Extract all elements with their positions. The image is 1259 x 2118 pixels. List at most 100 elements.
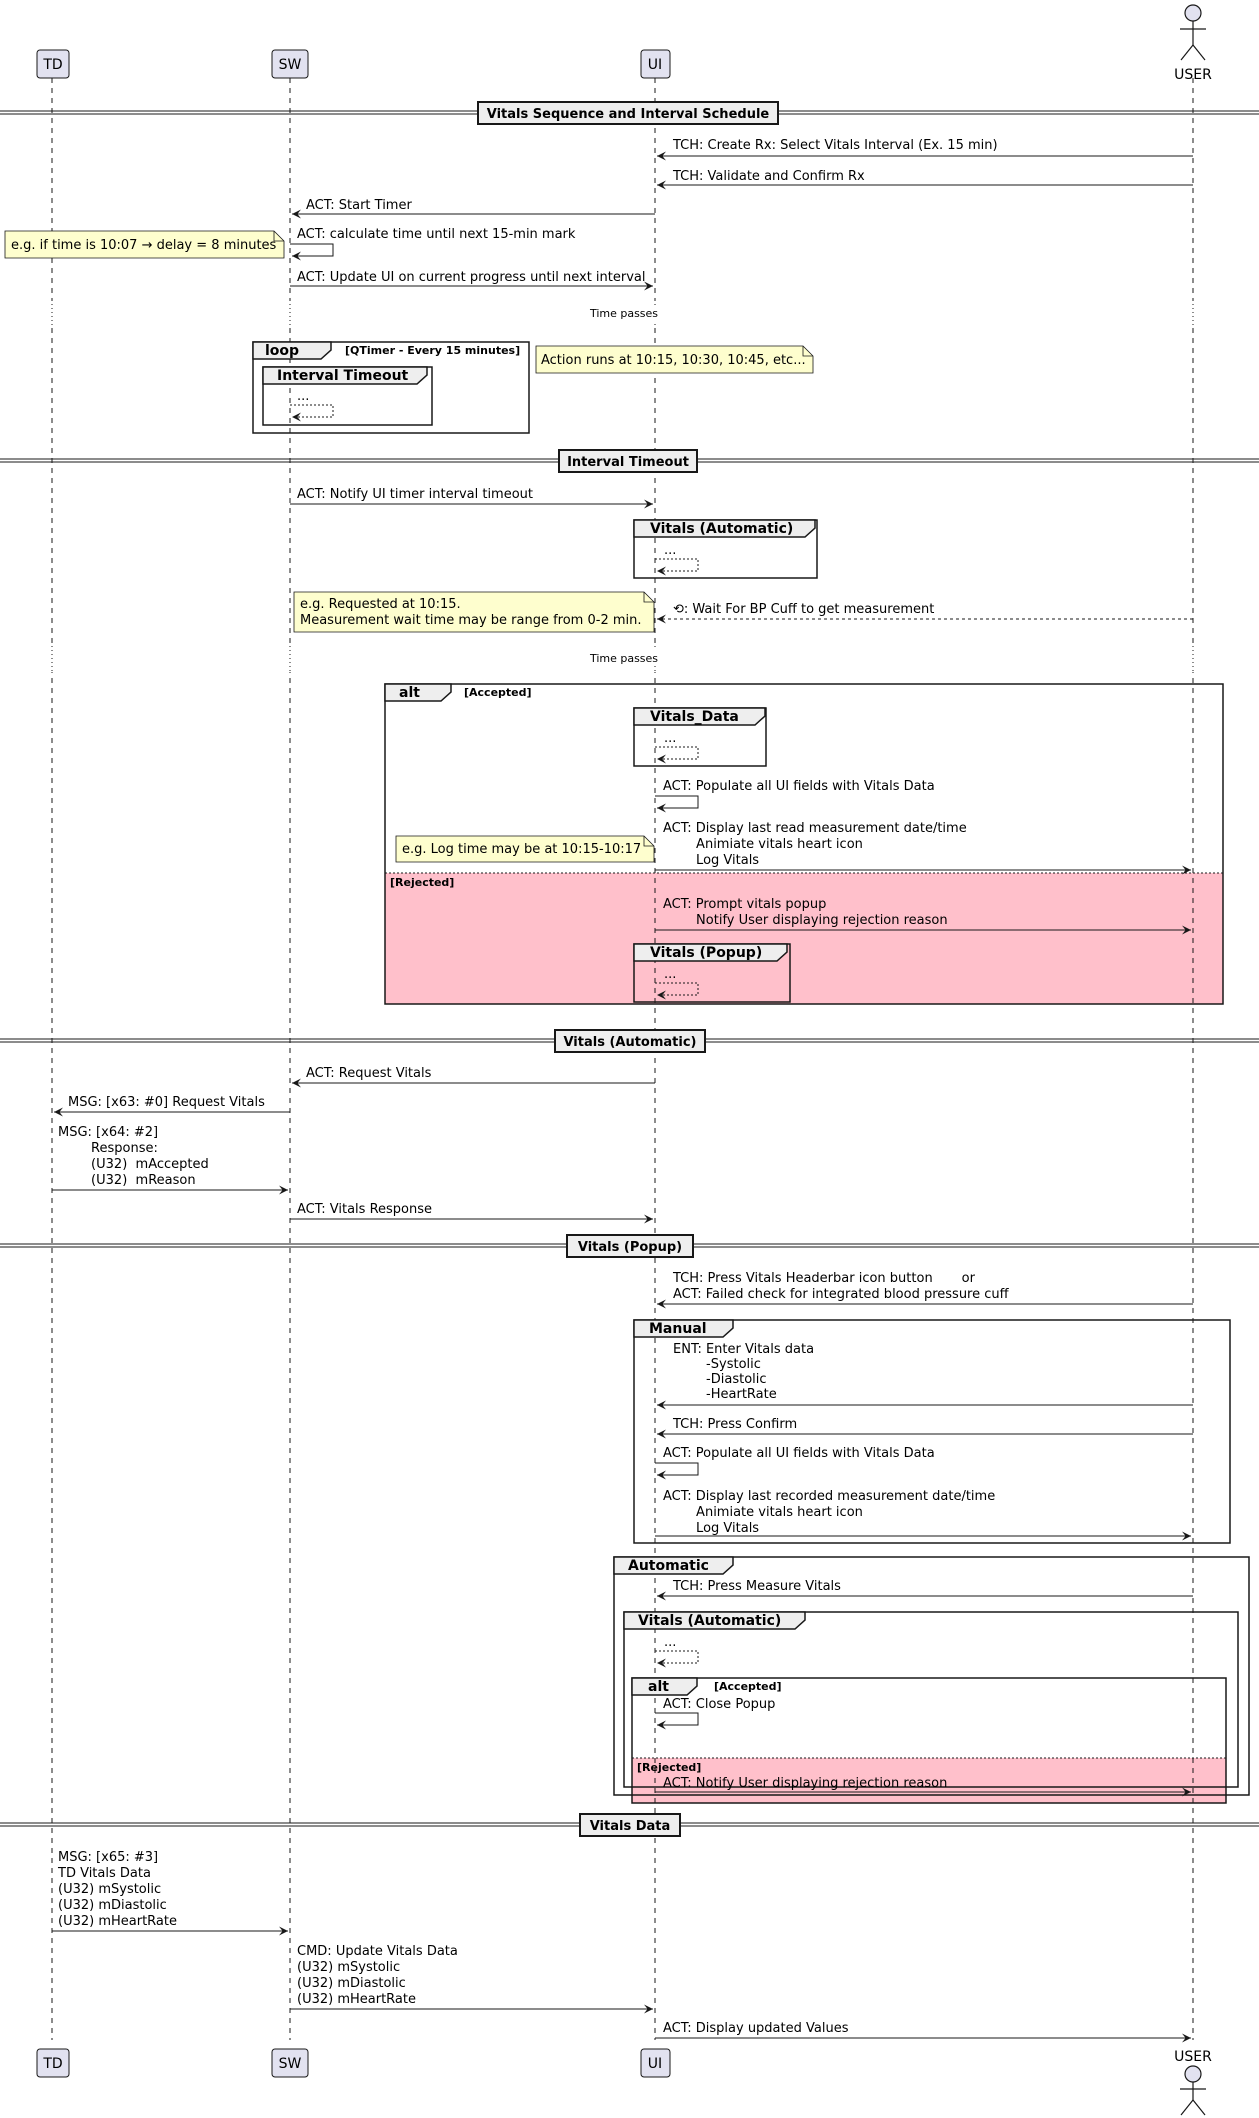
- msg-request-vitals-ui-label: ACT: Request Vitals: [306, 1066, 432, 1081]
- msg-populate-ui-2-arrow: [655, 1462, 699, 1480]
- participant-sw-top: SW: [271, 49, 309, 79]
- msg-notify-timeout-label: ACT: Notify UI timer interval timeout: [297, 487, 533, 502]
- frame-alt-1-else-guard: [Rejected]: [390, 876, 454, 889]
- msg-vitals-data-ellipsis-arrow: [655, 746, 699, 764]
- msg-vitals-auto-ellipsis: ...: [664, 543, 676, 558]
- participant-ui-label: UI: [648, 57, 662, 73]
- delay-time-passes-1-label: Time passes: [589, 307, 658, 320]
- msg-vitals-auto-ellipsis-arrow: [655, 558, 699, 576]
- divider-interval-timeout: Interval Timeout: [0, 449, 1259, 473]
- frame-interval-timeout-ref: Interval Timeout: [262, 366, 433, 426]
- frame-alt-1: alt [Accepted] [Rejected]: [384, 683, 1224, 1005]
- frame-manual-title: Manual: [649, 1321, 707, 1337]
- lifelines: [51, 78, 1194, 2040]
- frame-vitals-automatic-2-title: Vitals (Automatic): [638, 1613, 781, 1629]
- frame-vitals-automatic-ref-2: Vitals (Automatic): [623, 1611, 1239, 1788]
- frame-alt-2-guard: [Accepted]: [714, 1680, 782, 1693]
- msg-td-vitals-line5: (U32) mHeartRate: [58, 1914, 177, 1929]
- note-log-time-text: e.g. Log time may be at 10:15-10:17: [402, 842, 641, 857]
- participant-ui-bottom: UI: [640, 2048, 671, 2078]
- msg-update-vitals-line2: (U32) mSystolic: [297, 1960, 400, 1975]
- delay-time-passes-2-label: Time passes: [589, 652, 658, 665]
- frame-loop-kind: loop: [265, 343, 299, 359]
- divider-vitals-data: Vitals Data: [0, 1813, 1259, 1837]
- msg-loop-ellipsis-arrow: [290, 404, 334, 422]
- participant-ui-top: UI: [640, 49, 671, 79]
- frame-alt-1-kind: alt: [399, 685, 420, 701]
- note-action-runs-text: Action runs at 10:15, 10:30, 10:45, etc.…: [541, 353, 806, 368]
- msg-display-last-read-line3: Log Vitals: [663, 853, 759, 868]
- msg-enter-vitals-line4: -HeartRate: [673, 1387, 777, 1402]
- msg-prompt-popup-line2: Notify User displaying rejection reason: [663, 913, 948, 928]
- participant-td-top: TD: [36, 49, 70, 79]
- divider-interval-timeout-label: Interval Timeout: [567, 455, 689, 470]
- actor-user-bottom: [1180, 2065, 1206, 2116]
- participant-td-label: TD: [42, 57, 62, 73]
- frame-automatic: Automatic: [613, 1556, 1250, 1796]
- delay-time-passes-1: Time passes: [0, 300, 1259, 326]
- msg-press-confirm-label: TCH: Press Confirm: [672, 1417, 797, 1432]
- divider-sequence-schedule-label: Vitals Sequence and Interval Schedule: [487, 107, 770, 122]
- frame-vitals-automatic-ref: Vitals (Automatic): [633, 519, 818, 579]
- msg-display-last-recorded-line3: Log Vitals: [663, 1521, 759, 1536]
- msg-td-vitals-line2: TD Vitals Data: [57, 1866, 151, 1881]
- participant-td-bottom: TD: [36, 2048, 70, 2078]
- frame-loop-guard: [QTimer - Every 15 minutes]: [345, 344, 520, 357]
- note-log-time: e.g. Log time may be at 10:15-10:17: [395, 835, 655, 863]
- msg-update-vitals-line3: (U32) mDiastolic: [297, 1976, 406, 1991]
- participant-sw-bottom: SW: [271, 2048, 309, 2078]
- participant-td-label-bottom: TD: [42, 2056, 62, 2072]
- msg-td-response-line4: (U32) mReason: [58, 1173, 196, 1188]
- msg-press-measure-label: TCH: Press Measure Vitals: [672, 1579, 841, 1594]
- msg-td-response-line1: MSG: [x64: #2]: [58, 1125, 158, 1140]
- msg-vitals-response-label: ACT: Vitals Response: [297, 1202, 432, 1217]
- msg-start-timer-label: ACT: Start Timer: [306, 198, 412, 213]
- frame-manual: Manual: [633, 1319, 1231, 1544]
- msg-vitals-auto-2-ellipsis-arrow: [655, 1650, 699, 1668]
- msg-display-updated-label: ACT: Display updated Values: [663, 2021, 849, 2036]
- msg-calc-time-arrow: [290, 243, 334, 261]
- divider-vitals-automatic: Vitals (Automatic): [0, 1029, 1259, 1053]
- frame-vitals-popup-title: Vitals (Popup): [650, 945, 762, 961]
- msg-loop-ellipsis: ...: [297, 389, 309, 404]
- participant-user-label-bottom: USER: [1174, 2049, 1212, 2065]
- msg-td-response-line2: Response:: [58, 1141, 158, 1156]
- note-requested-at-line2: Measurement wait time may be range from …: [300, 613, 642, 628]
- user-actor-icon-bottom: [1184, 2065, 1202, 2083]
- frame-automatic-title: Automatic: [628, 1558, 709, 1574]
- participant-sw-label-bottom: SW: [279, 2056, 302, 2072]
- msg-validate-rx-label: TCH: Validate and Confirm Rx: [672, 169, 865, 184]
- note-delay-example: e.g. if time is 10:07 → delay = 8 minute…: [4, 230, 285, 259]
- msg-populate-ui-1-label: ACT: Populate all UI fields with Vitals …: [663, 779, 935, 794]
- participant-sw-label: SW: [279, 57, 302, 73]
- msg-display-last-read-line2: Animiate vitals heart icon: [663, 837, 863, 852]
- msg-td-vitals-line1: MSG: [x65: #3]: [58, 1850, 158, 1865]
- note-action-runs: Action runs at 10:15, 10:30, 10:45, etc.…: [535, 345, 814, 374]
- msg-notify-rejection-label: ACT: Notify User displaying rejection re…: [663, 1776, 947, 1791]
- note-delay-example-text: e.g. if time is 10:07 → delay = 8 minute…: [11, 238, 277, 253]
- divider-vitals-popup: Vitals (Popup): [0, 1234, 1259, 1258]
- msg-vitals-auto-2-ellipsis: ...: [664, 1635, 676, 1650]
- msg-update-vitals-line4: (U32) mHeartRate: [297, 1992, 416, 2007]
- msg-enter-vitals-line3: -Diastolic: [673, 1372, 767, 1387]
- msg-vitals-popup-ellipsis-arrow: [655, 982, 699, 1000]
- frame-vitals-data-ref: Vitals_Data: [633, 707, 767, 767]
- actor-user-top: [1180, 4, 1206, 61]
- msg-create-rx-label: TCH: Create Rx: Select Vitals Interval (…: [672, 138, 998, 153]
- msg-populate-ui-1-arrow: [655, 795, 699, 813]
- frame-alt-1-guard: [Accepted]: [464, 686, 532, 699]
- msg-enter-vitals-line1: ENT: Enter Vitals data: [673, 1342, 814, 1357]
- msg-close-popup-arrow: [655, 1712, 699, 1730]
- msg-enter-vitals-line2: -Systolic: [673, 1357, 761, 1372]
- msg-update-vitals-line1: CMD: Update Vitals Data: [297, 1944, 458, 1959]
- msg-vitals-popup-ellipsis: ...: [664, 967, 676, 982]
- msg-vitals-data-ellipsis: ...: [664, 731, 676, 746]
- divider-vitals-data-label: Vitals Data: [590, 1819, 671, 1834]
- msg-press-headerbar-line1: TCH: Press Vitals Headerbar icon button …: [672, 1271, 976, 1286]
- frame-alt-2: alt [Accepted] [Rejected]: [631, 1677, 1227, 1804]
- msg-wait-bp-cuff-label: ⟲: Wait For BP Cuff to get measurement: [673, 602, 934, 617]
- msg-close-popup-label: ACT: Close Popup: [663, 1697, 775, 1712]
- frame-alt-2-kind: alt: [648, 1679, 669, 1695]
- frame-vitals-popup-ref: Vitals (Popup): [633, 943, 791, 1003]
